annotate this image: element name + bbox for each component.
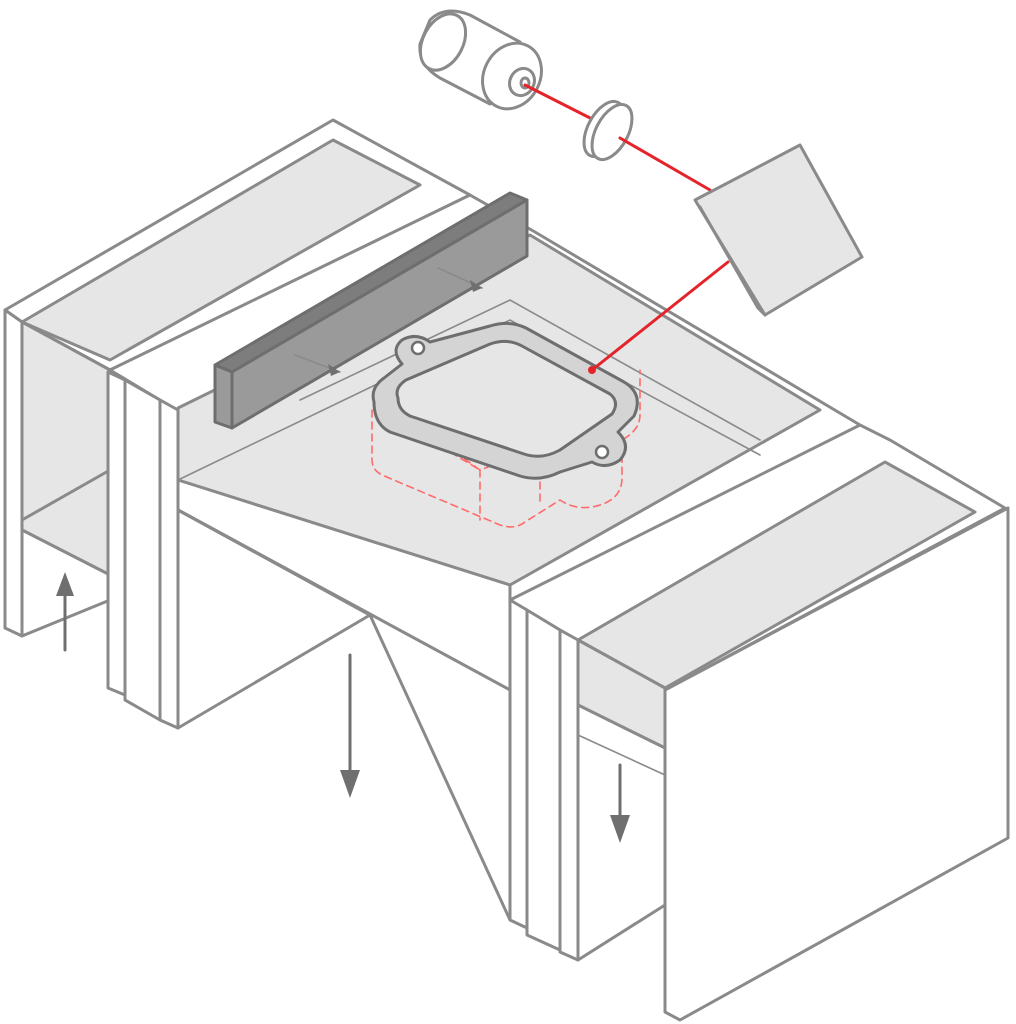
right-bin-pillar-inner — [558, 628, 580, 962]
laser-beam-2 — [618, 136, 712, 192]
build-left-pillar-inner — [158, 398, 180, 730]
scanning-mirror-icon — [693, 143, 864, 317]
build-bed-line-b — [299, 299, 761, 441]
right-bin-front-face — [663, 506, 1010, 1022]
laser-focus-point — [588, 366, 596, 374]
right-overflow-bin — [508, 423, 1010, 1022]
recoater-blade-icon — [213, 191, 529, 430]
arrow-down-icon — [610, 763, 630, 843]
arrow-up-icon — [56, 572, 74, 652]
arrow-down-icon — [340, 653, 360, 798]
left-supply-front-wall — [3, 308, 24, 638]
part-bolt-hole-2 — [594, 444, 610, 460]
right-bin-piston-line — [577, 734, 666, 776]
build-bed-line-a — [177, 319, 761, 481]
lens-icon — [582, 99, 634, 162]
build-left-pillar-outer — [106, 370, 127, 697]
part-bolt-hole-1 — [410, 340, 426, 356]
printed-part — [371, 321, 641, 528]
build-left-pillar-mid — [123, 378, 162, 722]
part-gasket-inner — [395, 339, 617, 458]
part-hidden-volume — [371, 369, 641, 528]
recoater-motion-arrowhead-a — [328, 364, 340, 376]
recoater-front — [213, 363, 234, 430]
laser-beam-3 — [590, 260, 730, 372]
right-bin-pillar-outer — [508, 598, 529, 930]
recoater-motion-arrowhead-b — [470, 280, 482, 292]
laser-back-cap — [418, 12, 468, 72]
right-bin-pillar-mid — [525, 608, 562, 952]
laser-source-icon — [418, 9, 543, 111]
left-supply-opening — [20, 138, 422, 362]
recoater-side — [230, 198, 529, 430]
left-supply-bin — [3, 118, 472, 638]
laser-beam-1 — [523, 83, 596, 122]
